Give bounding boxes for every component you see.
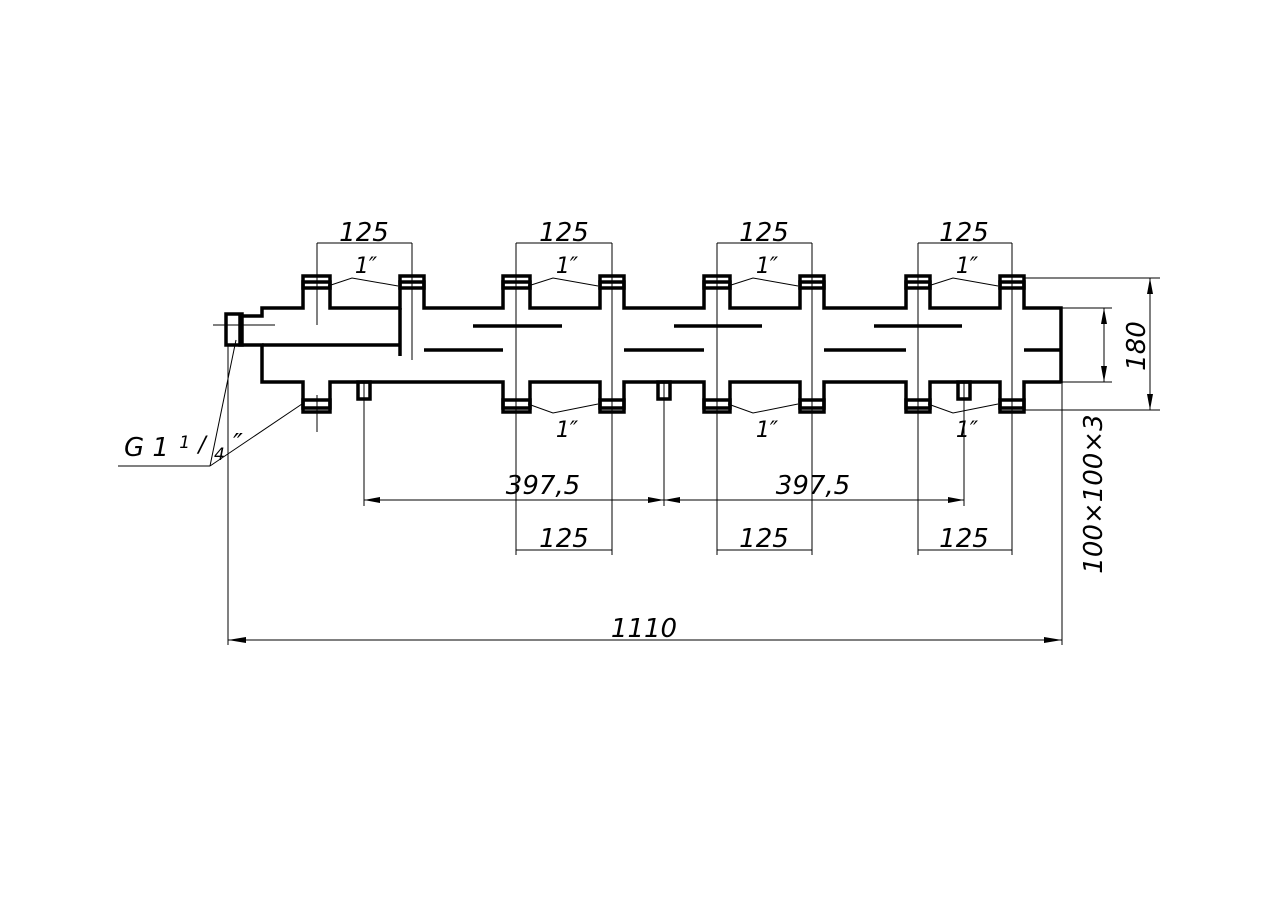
dim-397-5-left: 397,5 xyxy=(506,471,580,501)
nipple-axes xyxy=(316,278,1013,555)
thread-label-bottom: 1″ xyxy=(556,418,579,443)
inlet-thread-label: G 1 1 / 4 ″ xyxy=(124,425,243,467)
thread-callouts: 1″ 1″ 1″ 1″ 1″ 1″ 1″ xyxy=(327,254,999,443)
dim-profile-section: 100×100×3 xyxy=(1079,414,1109,573)
dim-top-125: 125 xyxy=(539,218,589,248)
drain-spacing-dimensions: 397,5 397,5 xyxy=(364,471,964,503)
thread-label-top: 1″ xyxy=(556,254,579,279)
main-tube-outline xyxy=(238,280,1063,410)
inlet-stub xyxy=(224,312,244,347)
inlet-thread-suffix: ″ xyxy=(233,429,243,459)
inlet-thread-denominator: 4 xyxy=(214,445,225,465)
inlet-thread-callout: G 1 1 / 4 ″ xyxy=(118,339,303,467)
top-spacing-dimensions: 125 125 125 125 xyxy=(316,218,1013,278)
overall-length-dimension: 1110 xyxy=(227,345,1063,645)
dim-top-125: 125 xyxy=(339,218,389,248)
dim-top-125: 125 xyxy=(739,218,789,248)
thread-label-top: 1″ xyxy=(355,254,378,279)
inlet-thread-numerator: 1 xyxy=(179,433,190,453)
profile-dimension: 100×100×3 xyxy=(1062,307,1112,574)
thread-label-top: 1″ xyxy=(956,254,979,279)
height-dimension: 180 xyxy=(1024,277,1160,411)
dim-height-180: 180 xyxy=(1122,321,1152,371)
thread-label-bottom: 1″ xyxy=(756,418,779,443)
dim-top-125: 125 xyxy=(939,218,989,248)
inlet-thread-prefix: G 1 xyxy=(124,433,169,463)
dim-397-5-right: 397,5 xyxy=(776,471,850,501)
manifold-body xyxy=(213,274,1063,555)
thread-label-bottom: 1″ xyxy=(956,418,979,443)
dim-bottom-125: 125 xyxy=(539,524,589,554)
dim-overall-length: 1110 xyxy=(611,614,677,644)
dim-bottom-125: 125 xyxy=(739,524,789,554)
thread-label-top: 1″ xyxy=(756,254,779,279)
bottom-spacing-dimensions: 125 125 125 xyxy=(516,524,1012,554)
dim-bottom-125: 125 xyxy=(939,524,989,554)
